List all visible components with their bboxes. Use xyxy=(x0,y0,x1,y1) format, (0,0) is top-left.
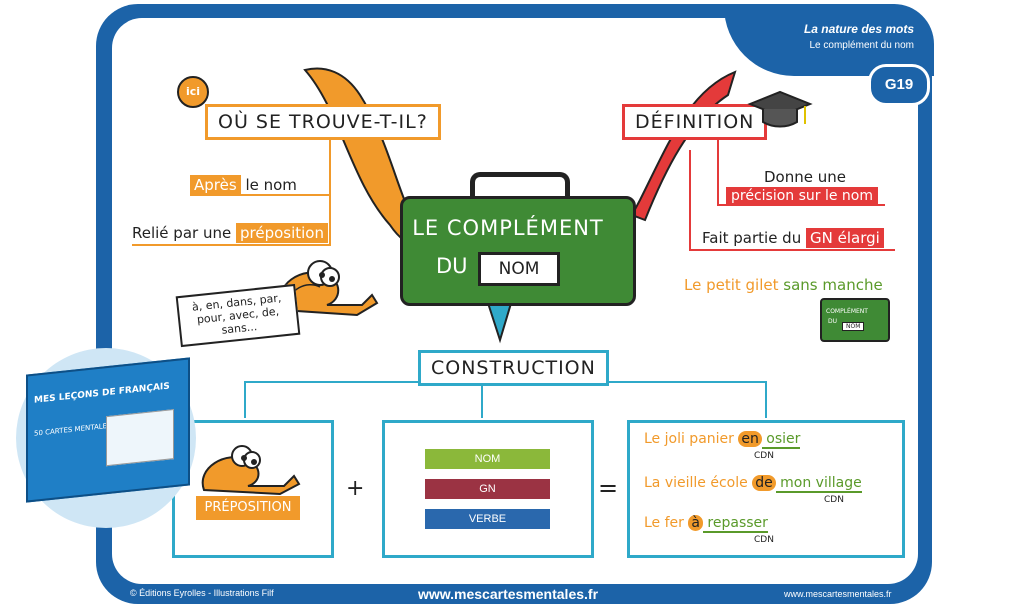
after-rest: le nom xyxy=(245,176,297,194)
definition-part: Fait partie du GN élargi xyxy=(702,228,884,248)
example-noun: Le fer xyxy=(644,515,689,531)
center-line1: LE COMPLÉMENT xyxy=(412,216,604,240)
option-nom: NOM xyxy=(425,449,550,469)
option-gn: GN xyxy=(425,479,550,499)
linked-text: Relié par une xyxy=(132,224,232,242)
mini-briefcase: COMPLÉMENT DU NOM xyxy=(820,298,890,342)
center-nom-label: NOM xyxy=(478,252,560,286)
card-code-badge: G19 xyxy=(868,64,930,106)
example-preposition: à xyxy=(688,515,703,531)
cdn-label: CDN xyxy=(754,451,774,461)
definition-title: DÉFINITION xyxy=(622,104,768,140)
briefcase-handle xyxy=(470,172,570,203)
example-preposition: en xyxy=(738,431,762,447)
example-complement: osier xyxy=(761,431,801,449)
product-box: MES LEÇONS DE FRANÇAIS 50 CARTES MENTALE… xyxy=(26,357,190,503)
construction-title: CONSTRUCTION xyxy=(418,350,609,386)
example-complement: sans manche xyxy=(783,276,883,294)
product-title: MES LEÇONS DE FRANÇAIS xyxy=(34,381,170,406)
mini-line1: COMPLÉMENT xyxy=(826,308,868,315)
example-complement: repasser xyxy=(702,515,768,533)
site-link-center[interactable]: www.mescartesmentales.fr xyxy=(418,586,599,602)
example-preposition: de xyxy=(752,475,776,491)
plus-sign: + xyxy=(346,476,365,501)
definition-precision: précision sur le nom xyxy=(726,187,879,205)
snail-preposition-icon xyxy=(201,445,301,496)
where-title: OÙ SE TROUVE-T-IL? xyxy=(205,104,441,140)
mini-label: NOM xyxy=(842,322,865,331)
equals-sign: = xyxy=(598,474,619,502)
options-card: NOM GN VERBE xyxy=(382,420,594,558)
briefcase-main xyxy=(400,196,636,306)
where-after: Après le nom xyxy=(190,175,297,195)
cdn-label: CDN xyxy=(824,495,844,505)
where-linked: Relié par une préposition xyxy=(132,223,328,243)
example-noun: Le petit gilet xyxy=(684,276,779,294)
definition-example: Le petit gilet sans manche xyxy=(684,276,883,294)
definition-gives: Donne une xyxy=(764,168,846,186)
center-line2: DU xyxy=(436,254,468,278)
ici-marker: ici xyxy=(177,76,209,108)
snail-illustration xyxy=(279,260,379,317)
site-link-right[interactable]: www.mescartesmentales.fr xyxy=(784,589,892,599)
example-noun: La vieille école xyxy=(644,475,753,491)
preposition-label: PRÉPOSITION xyxy=(196,496,300,520)
topic-title: La nature des mots xyxy=(803,22,914,36)
graduation-cap-icon xyxy=(747,90,813,128)
mini-line2: DU xyxy=(828,318,838,325)
part-highlight: GN élargi xyxy=(806,228,884,248)
topic-subtitle: Le complément du nom xyxy=(809,40,914,51)
copyright: © Éditions Eyrolles - Illustrations Filf xyxy=(130,588,274,598)
part-text: Fait partie du xyxy=(702,229,802,247)
cdn-label: CDN xyxy=(754,535,774,545)
product-preview xyxy=(106,409,174,467)
example-noun: Le joli panier xyxy=(644,431,739,447)
example-complement: mon village xyxy=(775,475,862,493)
after-highlight: Après xyxy=(190,175,241,195)
option-verbe: VERBE xyxy=(425,509,550,529)
linked-highlight: préposition xyxy=(235,223,328,243)
product-subtitle: 50 CARTES MENTALES xyxy=(34,421,112,438)
